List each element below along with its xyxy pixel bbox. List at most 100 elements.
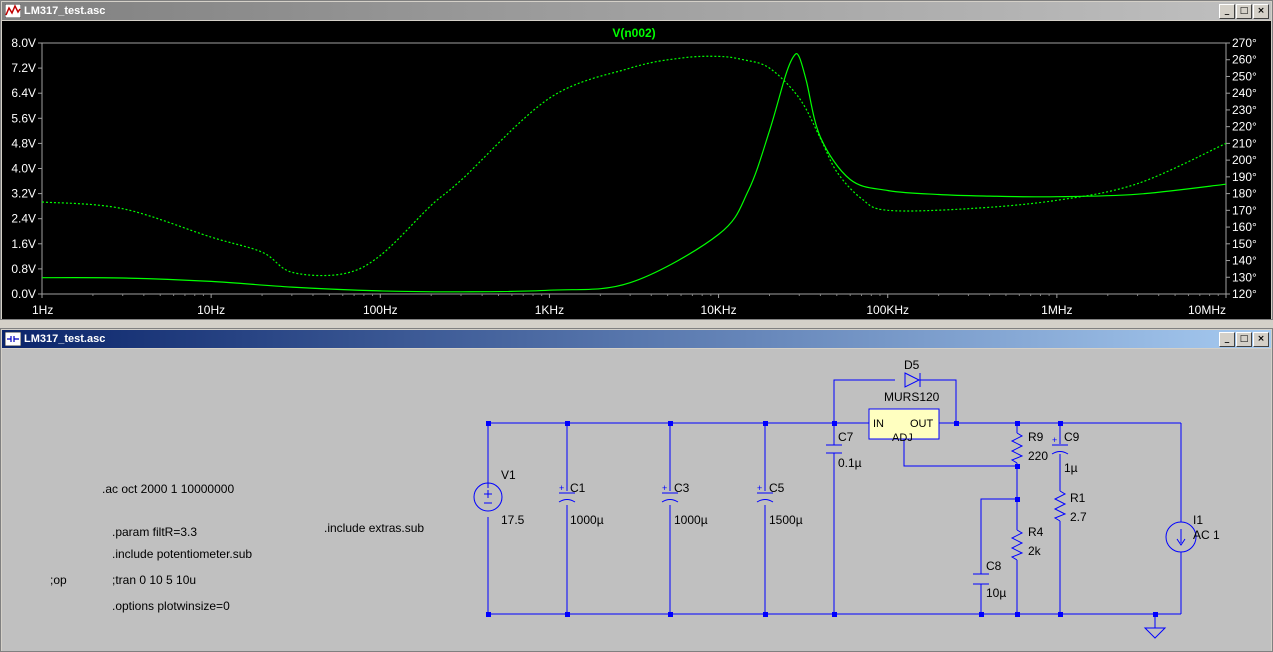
ground-icon [1143, 627, 1167, 639]
u1-out-pin: OUT [910, 418, 934, 430]
y-left-tick-label: 3.2V [11, 187, 36, 201]
capacitor-c1[interactable]: + C1 1000µ [558, 481, 604, 527]
wires [487, 379, 1182, 628]
c9-name: C9 [1064, 430, 1080, 444]
resistor-r1[interactable]: R1 2.7 [1053, 490, 1087, 524]
y-left-tick-label: 4.8V [11, 136, 36, 150]
svg-text:+: + [559, 483, 564, 493]
capacitor-c9[interactable]: + C9 1µ [1051, 430, 1080, 475]
lm317-regulator[interactable]: IN OUT ADJ [868, 408, 940, 444]
schematic-window-title: LM317_test.asc [24, 333, 106, 345]
trace-label[interactable]: V(n002) [612, 26, 655, 40]
waveform-icon [5, 4, 21, 18]
u1-in-pin: IN [873, 418, 884, 430]
magnitude-trace[interactable] [41, 53, 1227, 293]
u1-adj-pin: ADJ [892, 432, 913, 444]
y-left-tick-label: 0.0V [11, 287, 36, 301]
capacitor-c8[interactable]: C8 10µ [973, 559, 1006, 600]
v1-value: 17.5 [501, 513, 525, 527]
maximize-button[interactable]: □ [1236, 332, 1252, 347]
close-button[interactable]: × [1253, 332, 1269, 347]
plot-window[interactable]: LM317_test.asc _ □ × V(n002) 0.0V 0.8V 1.6… [0, 0, 1273, 320]
phase-trace[interactable] [41, 55, 1227, 277]
r1-value: 2.7 [1070, 510, 1087, 524]
op-directive[interactable]: ;op [50, 573, 67, 587]
x-tick-label: 10KHz [701, 303, 737, 317]
y-right-tick-label: 250° [1232, 69, 1257, 83]
x-tick-label: 100Hz [363, 303, 398, 317]
x-tick-label: 1KHz [535, 303, 564, 317]
y-right-tick-label: 170° [1232, 203, 1257, 217]
maximize-button[interactable]: □ [1236, 4, 1252, 19]
c5-name: C5 [769, 481, 785, 495]
capacitor-c5[interactable]: + C5 1500µ [756, 481, 803, 527]
minimize-button[interactable]: _ [1219, 332, 1235, 347]
plot-background [2, 21, 1271, 319]
c1-value: 1000µ [570, 513, 604, 527]
diode-d5[interactable]: D5 MURS120 [884, 358, 940, 404]
waveform-plot[interactable]: V(n002) 0.0V0.8V1.6V2.4V3.2V4.0V4.8V5.6V… [2, 21, 1271, 319]
c3-value: 1000µ [674, 513, 708, 527]
r4-value: 2k [1028, 544, 1042, 558]
svg-text:+: + [1052, 435, 1057, 445]
i1-value: AC 1 [1193, 528, 1220, 542]
x-tick-label: 1Hz [32, 303, 53, 317]
c5-value: 1500µ [769, 513, 803, 527]
y-right-tick-label: 200° [1232, 153, 1257, 167]
y-right-tick-label: 130° [1232, 270, 1257, 284]
current-source-i1[interactable]: I1 AC 1 [1165, 513, 1220, 553]
y-right-tick-label: 150° [1232, 237, 1257, 251]
junctions [486, 421, 1158, 617]
y-left-tick-label: 1.6V [11, 237, 36, 251]
y-right-tick-label: 260° [1232, 53, 1257, 67]
param-directive[interactable]: .param filtR=3.3 [112, 525, 197, 539]
tran-directive[interactable]: ;tran 0 10 5 10u [112, 573, 196, 587]
y-right-tick-label: 210° [1232, 136, 1257, 150]
y-right-tick-label: 220° [1232, 120, 1257, 134]
resistor-r9[interactable]: R9 220 [1010, 430, 1048, 464]
y-left-tick-label: 4.0V [11, 162, 36, 176]
options-directive[interactable]: .options plotwinsize=0 [112, 599, 230, 613]
schematic-canvas[interactable]: .ac oct 2000 1 10000000 .param filtR=3.3… [2, 349, 1271, 651]
c7-name: C7 [838, 430, 854, 444]
d5-name: D5 [904, 358, 920, 372]
plot-window-title: LM317_test.asc [24, 5, 106, 17]
svg-text:+: + [757, 483, 762, 493]
schematic-window-titlebar[interactable]: LM317_test.asc _ □ × [2, 330, 1271, 348]
series-layer [41, 53, 1227, 293]
y-left-axis: 0.0V0.8V1.6V2.4V3.2V4.0V4.8V5.6V6.4V7.2V… [11, 36, 42, 301]
y-right-tick-label: 240° [1232, 86, 1257, 100]
close-button[interactable]: × [1253, 4, 1269, 19]
schematic-window[interactable]: LM317_test.asc _ □ × .ac oct 2000 1 1000… [0, 328, 1273, 652]
x-tick-label: 1MHz [1041, 303, 1072, 317]
y-right-tick-label: 270° [1232, 36, 1257, 50]
c7-value: 0.1µ [838, 456, 862, 470]
y-left-tick-label: 0.8V [11, 262, 36, 276]
capacitor-c7[interactable]: C7 0.1µ [826, 430, 862, 470]
c8-value: 10µ [986, 586, 1006, 600]
y-right-tick-label: 120° [1232, 287, 1257, 301]
r4-name: R4 [1028, 525, 1044, 539]
r9-value: 220 [1028, 449, 1048, 463]
include-extras-directive[interactable]: .include extras.sub [324, 521, 424, 535]
v1-name: V1 [501, 468, 516, 482]
y-right-tick-label: 160° [1232, 220, 1257, 234]
plot-window-titlebar[interactable]: LM317_test.asc _ □ × [2, 2, 1271, 20]
x-tick-label: 10MHz [1188, 303, 1226, 317]
voltage-source-v1[interactable]: V1 17.5 [473, 468, 525, 527]
minimize-button[interactable]: _ [1219, 4, 1235, 19]
c3-name: C3 [674, 481, 690, 495]
svg-text:+: + [662, 483, 667, 493]
r9-name: R9 [1028, 430, 1044, 444]
resistor-r4[interactable]: R4 2k [1010, 525, 1044, 561]
y-left-tick-label: 6.4V [11, 86, 36, 100]
y-left-tick-label: 5.6V [11, 111, 36, 125]
y-right-tick-label: 140° [1232, 254, 1257, 268]
c9-value: 1µ [1064, 461, 1078, 475]
y-right-axis: 120°130°140°150°160°170°180°190°200°210°… [1226, 36, 1257, 301]
include-pot-directive[interactable]: .include potentiometer.sub [112, 547, 252, 561]
ac-directive[interactable]: .ac oct 2000 1 10000000 [102, 482, 234, 496]
capacitor-c3[interactable]: + C3 1000µ [661, 481, 708, 527]
y-right-tick-label: 190° [1232, 170, 1257, 184]
